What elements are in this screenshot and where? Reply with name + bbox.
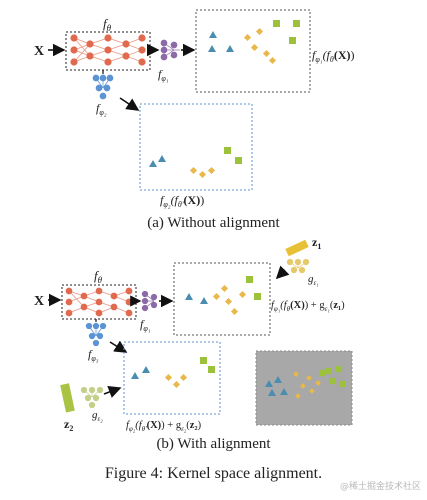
panel-a-space1-points: [208, 20, 300, 65]
diamond-point: [309, 388, 315, 394]
panel-b-z1-label: z1: [312, 235, 321, 251]
square-point: [208, 366, 215, 373]
panel-b-encoder-label: fθ: [94, 268, 103, 285]
panel-b-g2-label: gε₂: [92, 409, 103, 423]
panel-a-head1-network: [160, 39, 180, 61]
triangle-point: [185, 293, 193, 300]
panel-b-g1-label: gε₁: [308, 273, 319, 287]
panel-b-z2-label: z2: [64, 417, 73, 433]
panel-b-space1-label: fφ₁(fθ(X)) + gε₁(z₁): [271, 300, 345, 313]
panel-b-space2-points: [131, 357, 215, 389]
triangle-point: [268, 389, 276, 396]
panel-a-space1-label: fφ₁(fθ(X)): [312, 48, 355, 64]
square-point: [235, 157, 242, 164]
diamond-point: [224, 297, 233, 306]
panel-b-head2-label: fφ₃: [88, 347, 99, 363]
square-point: [339, 381, 345, 387]
diamond-point: [250, 43, 259, 52]
panel-a-encoder-box: [65, 31, 151, 71]
arrow-g1-to-space: [275, 265, 290, 280]
panel-a: X fθ: [34, 9, 355, 209]
diamond-point: [238, 290, 247, 299]
panel-b-g2-network: [80, 386, 104, 409]
panel-b-head1-network: [141, 290, 158, 312]
panel-b-head1-label: fφ₁: [140, 317, 151, 333]
diamond-point: [255, 27, 264, 36]
panel-b-space1-points: [185, 276, 261, 316]
square-point: [254, 293, 261, 300]
panel-b-head2-network: [85, 322, 107, 347]
panel-a-head2-network: [92, 74, 114, 100]
triangle-point: [142, 366, 150, 373]
diamond-point: [207, 166, 216, 175]
triangle-point: [226, 45, 234, 52]
panel-a-encoder-network: [70, 34, 146, 66]
triangle-point: [274, 376, 282, 383]
panel-b-merged-space-box: [255, 350, 353, 426]
diamond-point: [198, 170, 207, 179]
diamond-point: [268, 56, 277, 65]
square-point: [200, 357, 207, 364]
z2-bar-icon: [60, 383, 75, 413]
square-point: [289, 37, 296, 44]
diamond-point: [295, 393, 301, 399]
panel-a-head1-label: fφ₁: [158, 67, 169, 83]
panel-a-space1-box: [195, 9, 311, 93]
diamond-point: [293, 371, 299, 377]
arrow-g2-to-space: [103, 385, 122, 398]
triangle-point: [209, 31, 217, 38]
diamond-point: [262, 49, 271, 58]
panel-b: X fθ fφ₁: [34, 235, 353, 433]
triangle-point: [280, 388, 288, 395]
triangle-point: [208, 45, 216, 52]
watermark: @稀土掘金技术社区: [339, 482, 421, 492]
panel-b-g1-network: [286, 258, 310, 274]
triangle-point: [158, 155, 166, 162]
z1-bar-icon: [285, 239, 309, 257]
diamond-point: [164, 373, 173, 382]
panel-b-space2-label: fφ₂(fθ'(X)) + gε₂(z₂): [126, 420, 202, 433]
panel-a-space2-points: [149, 147, 242, 179]
panel-a-head2-label: fφ₂: [96, 101, 107, 117]
square-point: [224, 147, 231, 154]
diamond-point: [243, 33, 252, 42]
diamond-point: [179, 373, 188, 382]
panel-b-space1-box: [173, 262, 271, 336]
panel-b-encoder-box: [61, 284, 137, 320]
square-point: [273, 20, 280, 27]
diamond-point: [315, 380, 321, 386]
panel-a-caption: (a) Without alignment: [147, 215, 280, 231]
diamond-point: [230, 307, 239, 316]
diamond-point: [220, 284, 229, 293]
arrow-head2-to-space: [119, 97, 140, 111]
panel-a-input-label: X: [34, 44, 44, 59]
figure-caption: Figure 4: Kernel space alignment.: [104, 465, 323, 482]
square-point: [330, 378, 336, 384]
diamond-point: [189, 166, 198, 175]
arrow-head2-to-space-b: [109, 340, 128, 353]
panel-b-caption: (b) With alignment: [156, 436, 271, 452]
square-point: [319, 370, 325, 376]
diamond-point: [306, 375, 312, 381]
square-point: [246, 276, 253, 283]
panel-b-input-label: X: [34, 294, 44, 309]
panel-b-encoder-network: [65, 287, 133, 317]
panel-b-merged-points: [265, 366, 345, 399]
diamond-point: [300, 383, 306, 389]
panel-b-space2-box: [123, 341, 221, 415]
panel-a-encoder-label: fθ: [103, 16, 112, 33]
panel-a-space2-label: fφ₂(fθ'(X)): [160, 193, 204, 209]
square-point: [326, 368, 332, 374]
square-point: [293, 20, 300, 27]
triangle-point: [265, 380, 273, 387]
triangle-point: [200, 297, 208, 304]
panel-a-space2-box: [139, 103, 253, 191]
triangle-point: [131, 372, 139, 379]
diamond-point: [212, 292, 221, 301]
triangle-point: [149, 160, 157, 167]
panel-b-z1-bar: [285, 239, 309, 257]
diamond-point: [172, 380, 181, 389]
square-point: [336, 366, 342, 372]
